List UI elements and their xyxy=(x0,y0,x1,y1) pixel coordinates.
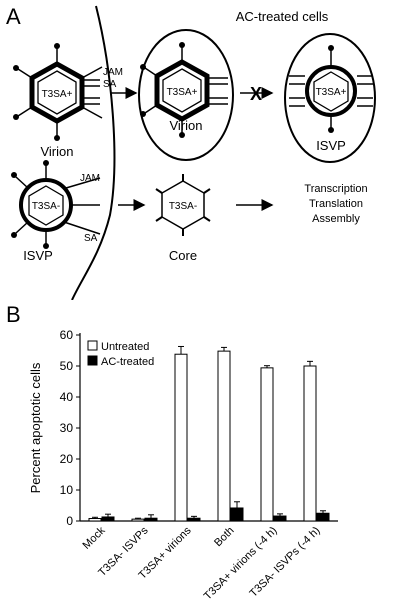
y-tick-label: 10 xyxy=(60,483,74,497)
legend: Untreated AC-treated xyxy=(87,340,154,368)
y-tick-label: 50 xyxy=(60,359,74,373)
bar-ac-treated xyxy=(273,515,287,522)
bar-ac-treated xyxy=(230,507,244,522)
virion-inner-label: T3SA+ xyxy=(42,89,73,100)
virion2-inner-label: T3SA+ xyxy=(167,87,198,98)
isvp-minus-inner-label: T3SA- xyxy=(32,201,60,212)
bar-untreated xyxy=(131,518,145,522)
bar-untreated xyxy=(303,365,317,522)
bar-untreated xyxy=(88,518,102,522)
bar-untreated xyxy=(260,367,274,522)
block-mark: X xyxy=(250,84,262,104)
ac-treated-heading: AC-treated cells xyxy=(236,9,329,24)
core-particle: T3SA- xyxy=(155,174,211,236)
isvp-minus-particle: T3SA- xyxy=(11,160,101,249)
panel-b-letter: B xyxy=(6,302,21,327)
isvp-label: ISVP xyxy=(23,248,53,263)
panel-a-letter: A xyxy=(6,4,21,29)
x-tick-label: T3SA+ virions (-4 h) xyxy=(202,525,280,603)
x-tick-label: Both xyxy=(212,525,236,549)
bar-ac-treated xyxy=(187,517,201,522)
virion2-label: Virion xyxy=(169,118,202,133)
legend-label-ac-treated: AC-treated xyxy=(101,356,154,368)
y-tick-label: 40 xyxy=(60,390,74,404)
ac-cell-2 xyxy=(284,33,376,163)
core-label: Core xyxy=(169,248,197,263)
sa2-label: SA xyxy=(84,233,98,244)
bar-ac-treated xyxy=(144,517,158,522)
jam2-label: JAM xyxy=(80,173,100,184)
step-assembly: Assembly xyxy=(312,213,360,225)
virion-label: Virion xyxy=(40,144,73,159)
panel-a-diagram: AC-treated cells T3SA+ JAM SA Virion T3S… xyxy=(11,5,376,300)
bar-ac-treated xyxy=(316,512,330,522)
y-tick-label: 30 xyxy=(60,421,74,435)
step-transcription: Transcription xyxy=(304,183,367,195)
x-tick-label: Mock xyxy=(81,524,108,551)
isvp-plus-inner-label: T3SA+ xyxy=(316,87,347,98)
bar-untreated xyxy=(174,353,188,522)
cell-membrane xyxy=(71,5,116,300)
step-translation: Translation xyxy=(309,198,363,210)
legend-swatch-untreated xyxy=(87,340,98,351)
legend-label-untreated: Untreated xyxy=(101,341,149,353)
y-tick-label: 60 xyxy=(60,328,74,342)
isvp-right-label: ISVP xyxy=(316,138,346,153)
bar-ac-treated xyxy=(101,516,115,522)
jam-label: JAM xyxy=(103,67,123,78)
sa-label: SA xyxy=(103,79,117,90)
virion-in-cell: T3SA+ xyxy=(140,42,228,138)
y-tick-label: 0 xyxy=(66,514,73,528)
y-axis-label: Percent apoptotic cells xyxy=(28,362,43,493)
core-inner-label: T3SA- xyxy=(169,201,197,212)
panel-b-chart: Percent apoptotic cells 0 10 20 30 40 50 60Moc… xyxy=(28,328,338,603)
bar-untreated xyxy=(217,350,231,522)
virion-particle: T3SA+ xyxy=(13,43,103,141)
legend-swatch-ac-treated xyxy=(87,355,98,366)
y-tick-label: 20 xyxy=(60,452,74,466)
ac-cell-1 xyxy=(138,29,234,161)
isvp-plus-particle: T3SA+ xyxy=(289,45,373,133)
